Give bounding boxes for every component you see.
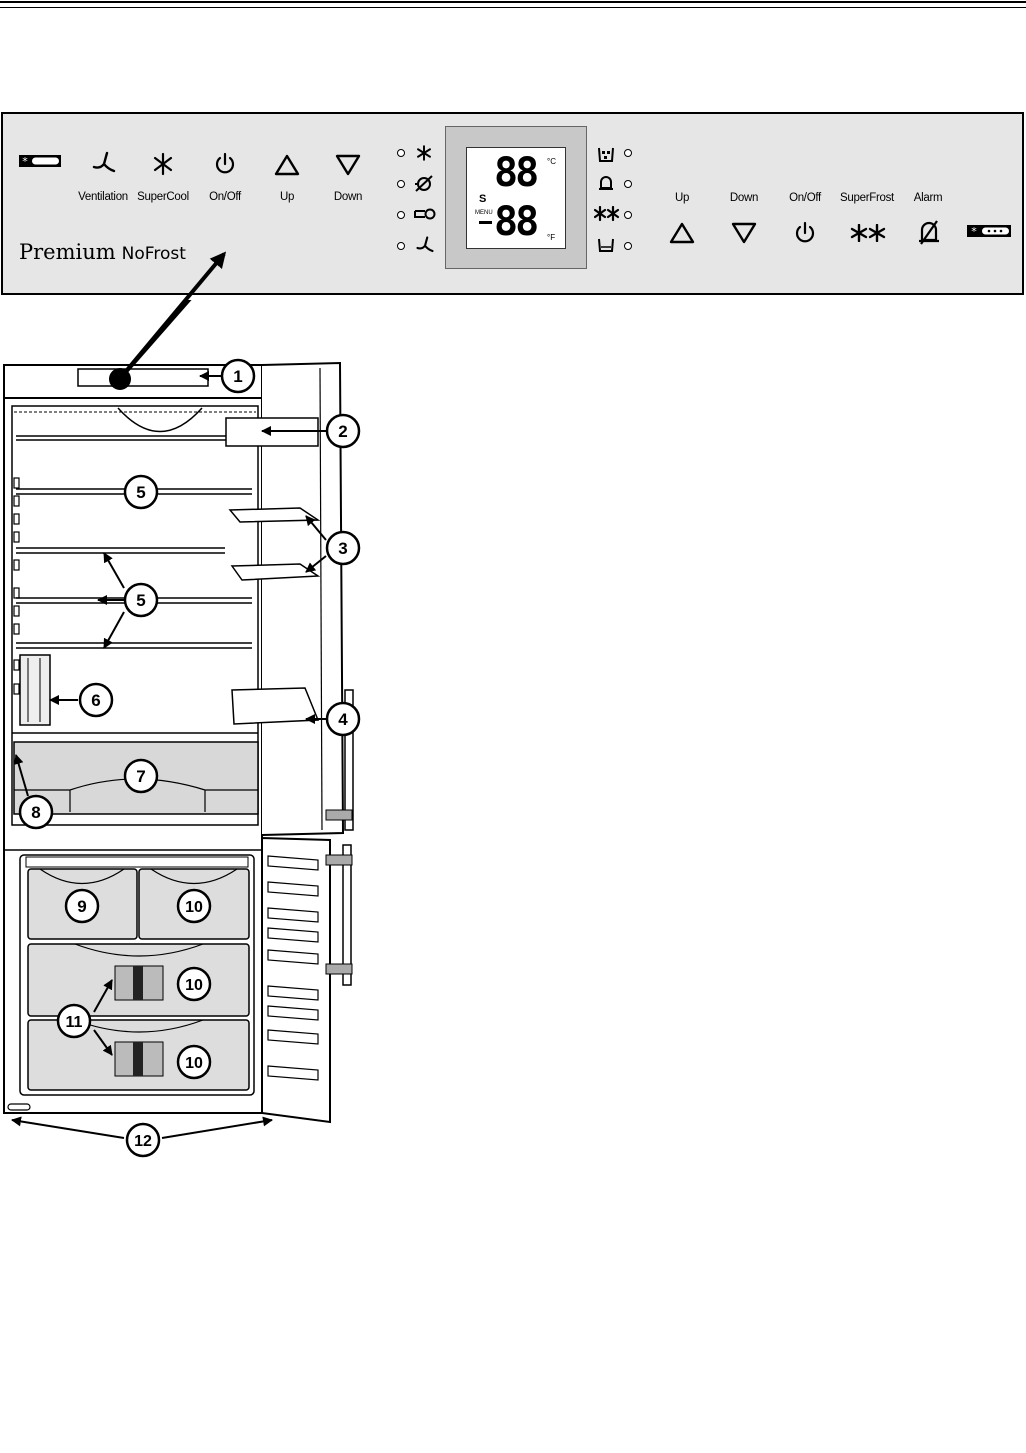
callout-circle-10 [176, 966, 212, 1002]
freezer-indicator-icon: * [19, 155, 61, 168]
bottle-holder [19, 654, 51, 726]
callout-label-6: 6 [91, 691, 100, 710]
up-arrow-right-icon [669, 222, 695, 244]
ventilation-icon [92, 151, 116, 173]
ventilation-status-icon [416, 236, 434, 253]
top-rule-thick [0, 1, 1026, 3]
display-top-digits: 88 [494, 150, 539, 196]
down-arrow-right-icon [731, 222, 757, 244]
upper-door-handle [344, 689, 354, 831]
down-arrow-icon [335, 154, 361, 176]
display-frame: 88 °C S MENU 88 °F [445, 126, 587, 269]
ventilation-label: Ventilation [78, 191, 128, 203]
svg-text:*: * [971, 225, 977, 238]
superfrost-status-icon [594, 206, 620, 221]
callout-label-10: 10 [185, 977, 203, 994]
power-right-icon [795, 221, 815, 243]
led-holiday [397, 180, 405, 188]
lower-door-handle [342, 844, 352, 986]
up-label-left: Up [279, 191, 295, 203]
up-arrow-icon [274, 154, 300, 176]
onoff-label-left: On/Off [209, 191, 241, 203]
icemaker-icon [598, 147, 614, 162]
callout-label-4: 4 [338, 710, 348, 729]
top-rule-thin [0, 7, 1026, 8]
led-icemaker [624, 149, 632, 157]
freezer-door [261, 836, 331, 1124]
freezer-temp-indicator-icon: * [967, 225, 1011, 238]
display-minus-sign [479, 221, 492, 224]
callout-circle-10 [176, 888, 212, 924]
lcd-display: 88 °C S MENU 88 °F [466, 147, 566, 249]
display-menu-label: MENU [475, 210, 493, 216]
callout-circle-12 [125, 1122, 161, 1158]
callout-circle-5 [123, 582, 159, 618]
alarm-mute-icon [919, 220, 939, 245]
up-label-right: Up [674, 192, 690, 204]
callout-label-5: 5 [136, 483, 145, 502]
display-s-label: S [479, 193, 487, 205]
panel-pointer-arrow [120, 251, 227, 378]
led-alarm [624, 180, 632, 188]
supercool-label: SuperCool [137, 191, 189, 203]
brand-nofrost: NoFrost [121, 244, 186, 264]
callout-circle-11 [56, 1003, 92, 1039]
callout-label-12: 12 [134, 1133, 152, 1150]
unit-celsius: °C [547, 157, 556, 166]
brand-premium: Premium [19, 240, 116, 264]
callout-label-3: 3 [338, 539, 347, 558]
alarm-label: Alarm [913, 192, 943, 204]
down-label-right: Down [729, 192, 759, 204]
callout-label-10: 10 [185, 1055, 203, 1072]
power-icon [215, 152, 235, 174]
callout-label-2: 2 [338, 422, 347, 441]
callout-circle-2 [325, 413, 361, 449]
display-bottom-digits: 88 [494, 199, 539, 245]
svg-text:*: * [22, 155, 28, 168]
callout-circle-1 [220, 358, 256, 394]
callout-label-11: 11 [66, 1014, 83, 1031]
callout-label-8: 8 [31, 803, 40, 822]
supercool-icon [153, 152, 173, 176]
fridge-inner [11, 405, 259, 826]
superfrost-label: SuperFrost [840, 192, 894, 204]
callout-label-9: 9 [77, 897, 86, 916]
led-water [624, 242, 632, 250]
callout-circle-8 [18, 794, 54, 830]
key-icon [414, 208, 436, 220]
callout-label-5: 5 [136, 591, 145, 610]
onoff-label-right: On/Off [789, 192, 821, 204]
callout-circle-7 [123, 758, 159, 794]
callout-label-7: 7 [136, 767, 145, 786]
led-supercool [397, 149, 405, 157]
water-container-icon [598, 238, 614, 252]
down-label-left: Down [333, 191, 363, 203]
callout-label-1: 1 [233, 367, 242, 386]
callout-circle-3 [325, 530, 361, 566]
superfrost-icon [850, 224, 886, 242]
holiday-mode-icon [415, 175, 433, 192]
supercool-status-icon [417, 145, 431, 161]
led-ventilation [397, 242, 405, 250]
callout-circle-10 [176, 1044, 212, 1080]
freezer-inner [19, 854, 255, 1096]
led-superfrost [624, 211, 632, 219]
callout-circle-5 [123, 474, 159, 510]
control-panel: * Ventilation SuperCool On/Off Up Down P… [1, 112, 1024, 295]
bell-icon [599, 176, 613, 190]
callout-label-10: 10 [185, 899, 203, 916]
led-childlock [397, 211, 405, 219]
callout-circle-4 [325, 701, 361, 737]
fan-cover [117, 407, 203, 433]
callout-circle-9 [64, 888, 100, 924]
callout-circle-6 [78, 682, 114, 718]
unit-fahrenheit: °F [547, 233, 556, 242]
